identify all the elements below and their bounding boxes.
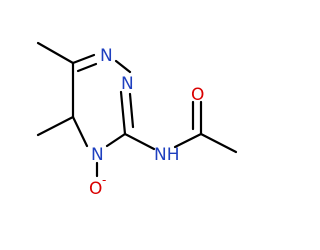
bond-n4-c5 xyxy=(71,115,89,148)
negative-charge-label: - xyxy=(102,173,106,187)
bond-c3-n4 xyxy=(105,132,127,148)
atom-oxide-o-label: O xyxy=(89,179,102,199)
bond-carbonyl-methyl xyxy=(199,132,238,154)
atom-n1-label: N xyxy=(100,46,113,66)
bond-methyl-c6 xyxy=(36,41,75,65)
molecule-structure-diagram: N N N NH O O - xyxy=(36,41,238,199)
bond-c6-n1-double xyxy=(76,62,98,73)
bond-n2-c3 xyxy=(119,90,127,136)
bond-c6-n1 xyxy=(71,53,96,65)
bond-lines xyxy=(36,41,238,178)
atom-n4-label: N xyxy=(91,145,104,165)
atom-nh-label: NH xyxy=(154,145,180,165)
bond-nh-carbonyl xyxy=(173,132,203,149)
bond-n2-c3-double xyxy=(128,92,135,129)
bond-n1-n2 xyxy=(114,59,132,74)
atom-n2-label: N xyxy=(121,74,134,94)
bond-c3-nh xyxy=(123,132,156,151)
bond-c5-methyl xyxy=(36,115,75,137)
atom-carbonyl-o-label: O xyxy=(191,85,204,105)
